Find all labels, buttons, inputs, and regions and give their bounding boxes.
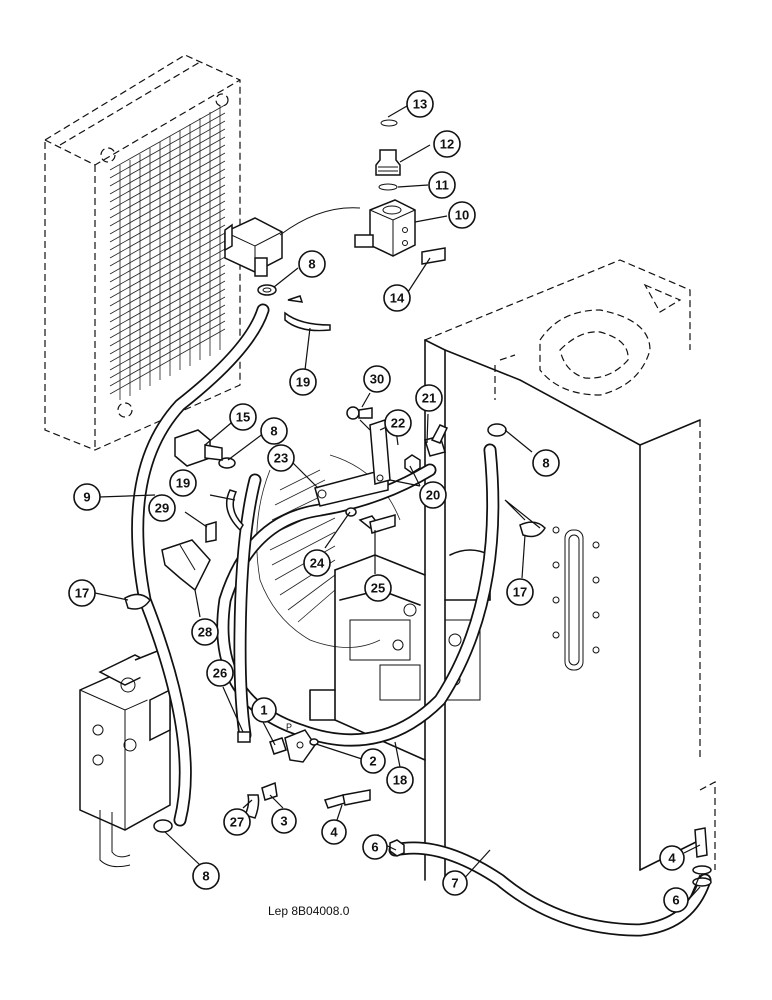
callout-26: 26 <box>206 659 234 687</box>
callout-label: 10 <box>455 208 469 223</box>
callout-label: 8 <box>542 456 549 471</box>
callout-4-right: 4 <box>659 845 685 871</box>
callout-8-bottom: 8 <box>192 862 220 890</box>
callout-label: 12 <box>440 137 454 152</box>
callout-label: 24 <box>310 556 325 571</box>
callout-label: 29 <box>155 501 169 516</box>
callout-label: 7 <box>451 876 458 891</box>
fittings-and-small-parts <box>124 119 712 887</box>
callout-17-right: 17 <box>506 578 534 606</box>
callout-label: 8 <box>202 869 209 884</box>
callout-label: 17 <box>513 585 527 600</box>
callout-label: 1 <box>260 703 267 718</box>
hydraulic-tank <box>424 259 716 881</box>
callout-18: 18 <box>386 766 414 794</box>
callout-20: 20 <box>419 481 447 509</box>
oil-cooler-radiator <box>44 54 241 451</box>
callout-7: 7 <box>442 870 468 896</box>
callout-1: 1 <box>251 697 277 723</box>
callout-6-right: 6 <box>663 887 689 913</box>
callout-label: 6 <box>672 893 679 908</box>
callout-label: 17 <box>75 586 89 601</box>
callout-label: 8 <box>270 424 277 439</box>
callout-label: 15 <box>236 410 250 425</box>
callout-label: 9 <box>83 490 90 505</box>
callout-label: 6 <box>371 840 378 855</box>
callout-23: 23 <box>267 444 295 472</box>
callout-label: 19 <box>176 476 190 491</box>
callout-14: 14 <box>383 284 411 312</box>
callout-label: 28 <box>198 625 212 640</box>
callout-label: 26 <box>213 666 227 681</box>
drawing-reference: Lep 8B04008.0 <box>268 904 350 918</box>
callout-label: 14 <box>390 291 405 306</box>
callout-label: 2 <box>369 754 376 769</box>
callout-19-top: 19 <box>289 368 317 396</box>
callout-17-left: 17 <box>68 579 96 607</box>
callout-label: 4 <box>330 825 338 840</box>
control-valve-block <box>79 649 171 868</box>
callout-label: 19 <box>296 375 310 390</box>
callout-25: 25 <box>364 574 392 602</box>
callout-2: 2 <box>360 748 386 774</box>
callout-13: 13 <box>406 90 434 118</box>
leader-lines <box>94 105 701 899</box>
callout-21: 21 <box>415 384 443 412</box>
callout-19-mid: 19 <box>169 469 197 497</box>
callout-15: 15 <box>229 403 257 431</box>
callout-4-left: 4 <box>321 819 347 845</box>
callout-label: 18 <box>393 773 407 788</box>
callout-11: 11 <box>428 171 456 199</box>
callout-label: 4 <box>668 851 676 866</box>
callout-22: 22 <box>384 409 412 437</box>
callout-label: 25 <box>371 581 385 596</box>
callout-label: 27 <box>230 815 244 830</box>
callout-label: 3 <box>280 814 287 829</box>
callout-label: 11 <box>435 178 449 193</box>
callout-12: 12 <box>433 130 461 158</box>
callout-10: 10 <box>448 201 476 229</box>
callout-27: 27 <box>223 808 251 836</box>
callout-label: 30 <box>370 372 384 387</box>
callout-8-top: 8 <box>298 250 326 278</box>
callout-8-right: 8 <box>532 449 560 477</box>
callout-3: 3 <box>271 808 297 834</box>
callout-6-left: 6 <box>362 834 388 860</box>
callout-24: 24 <box>303 549 331 577</box>
callout-30: 30 <box>363 365 391 393</box>
port-mark: P <box>286 722 292 732</box>
callout-28: 28 <box>191 618 219 646</box>
callout-label: 22 <box>391 416 405 431</box>
callout-label: 13 <box>413 97 427 112</box>
callout-9: 9 <box>73 483 101 511</box>
callout-label: 21 <box>422 391 436 406</box>
callout-label: 8 <box>308 257 315 272</box>
callout-29: 29 <box>148 494 176 522</box>
callout-label: 20 <box>426 488 440 503</box>
callout-8-mid: 8 <box>260 417 288 445</box>
callout-label: 23 <box>274 451 288 466</box>
